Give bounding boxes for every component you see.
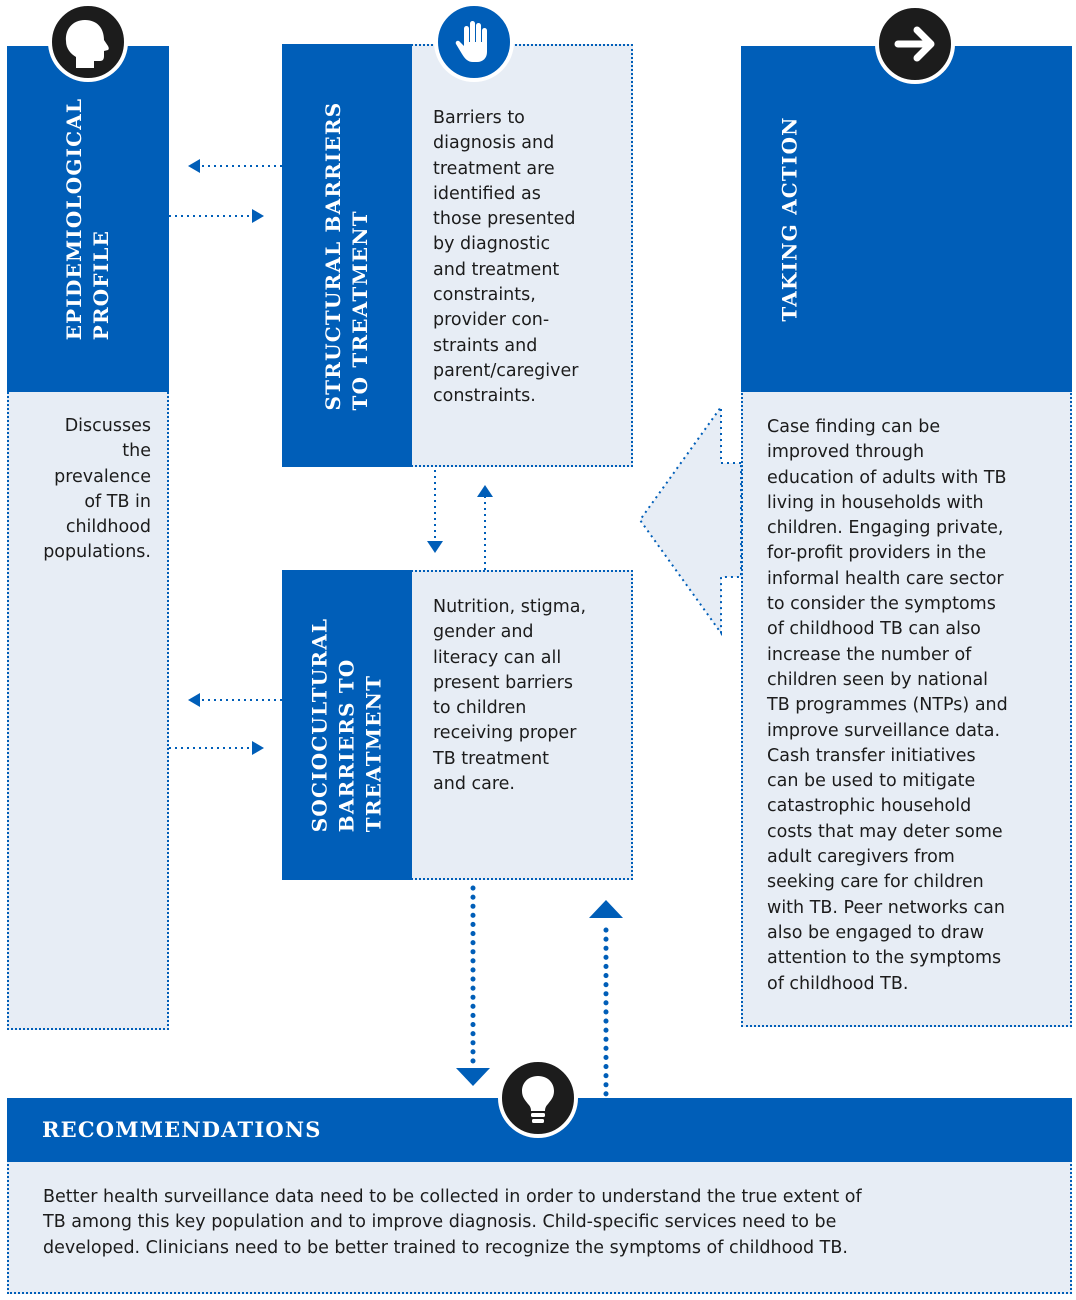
raised-hand-icon <box>434 2 514 82</box>
epidemiological-header: EPIDEMIOLOGICAL PROFILE <box>7 46 169 392</box>
taking-action-body-box: Case finding can be improved through edu… <box>741 388 1072 1027</box>
structural-body-text: Barriers to diagnosis and treatment are … <box>433 108 579 407</box>
sociocultural-body-text: Nutrition, stigma, gender and literacy c… <box>433 597 587 795</box>
taking-action-header: TAKING ACTION <box>741 46 1072 392</box>
lightbulb-icon <box>498 1058 578 1138</box>
sociocultural-title: SOCIOCULTURAL BARRIERS TO TREATMENT <box>307 617 386 833</box>
taking-action-body-text: Case finding can be improved through edu… <box>767 417 1008 994</box>
recommendations-body-text: Better health surveillance data need to … <box>43 1187 862 1258</box>
arrow-right-icon <box>875 4 955 84</box>
structural-body-box: Barriers to diagnosis and treatment are … <box>408 44 633 467</box>
epidemiological-title: EPIDEMIOLOGICAL PROFILE <box>62 97 113 341</box>
taking-action-title: TAKING ACTION <box>777 116 802 322</box>
structural-title: STRUCTURAL BARRIERS TO TREATMENT <box>321 101 372 410</box>
taking-action-pointer-arrow <box>638 403 742 637</box>
recommendations-title: RECOMMENDATIONS <box>42 1117 322 1142</box>
epidemiological-body-text: Discusses the prevalence of TB in childh… <box>43 416 151 563</box>
sociocultural-body-box: Nutrition, stigma, gender and literacy c… <box>408 570 633 880</box>
epidemiological-body-box: Discusses the prevalence of TB in childh… <box>7 388 169 1030</box>
sociocultural-header: SOCIOCULTURAL BARRIERS TO TREATMENT <box>282 570 412 880</box>
head-profile-icon <box>48 2 128 82</box>
structural-header: STRUCTURAL BARRIERS TO TREATMENT <box>282 44 412 467</box>
recommendations-body-box: Better health surveillance data need to … <box>7 1157 1072 1294</box>
